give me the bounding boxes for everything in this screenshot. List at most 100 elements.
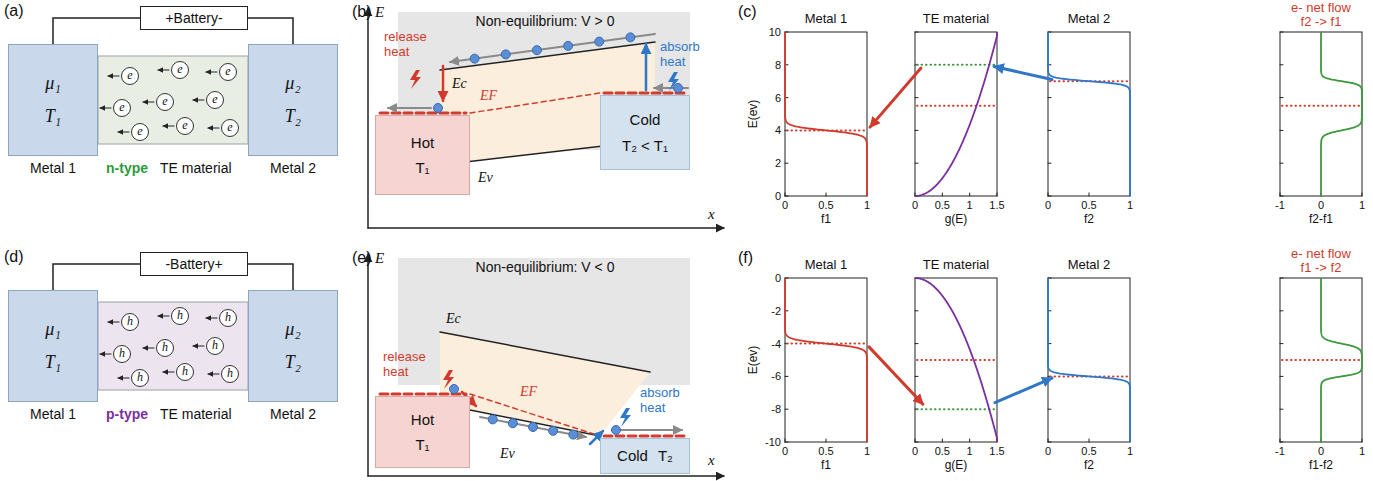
node-text: h — [127, 315, 133, 329]
carrier-circle: e — [131, 123, 149, 141]
flow-arrow — [143, 101, 154, 102]
annotation: x — [708, 206, 715, 223]
flow-arrow — [158, 315, 169, 316]
node-text: Hot — [411, 134, 434, 151]
tick-mark — [1280, 130, 1283, 131]
electron-dot — [450, 385, 459, 394]
flow-arrow — [108, 75, 119, 76]
tick-mark — [915, 376, 918, 377]
annotation: release heat — [383, 350, 439, 380]
plot-frame — [1280, 278, 1362, 442]
node-text: e — [137, 125, 142, 139]
tick-mark — [1280, 97, 1283, 98]
distribution-curve — [915, 32, 997, 196]
node-text: +Battery- — [165, 10, 222, 26]
annotation: 0 — [912, 445, 918, 458]
annotation: 0 — [1045, 199, 1051, 212]
annotation: g(E) — [945, 213, 968, 227]
heat-bolt-icon — [668, 72, 679, 91]
node-text: h — [227, 367, 233, 381]
level-dots — [1282, 105, 1360, 107]
annotation: -1 — [1275, 199, 1285, 212]
electron-dot — [529, 423, 538, 432]
node-text: h — [182, 365, 188, 379]
node-text: T₂ — [285, 106, 301, 127]
battery-box: +Battery- — [140, 6, 248, 30]
node-text: Cold — [630, 111, 661, 128]
tick-mark — [785, 442, 788, 443]
annotation: (e) — [352, 249, 372, 267]
tick-mark — [1280, 196, 1283, 197]
energy-axis — [367, 8, 369, 228]
tick-mark — [1048, 409, 1051, 410]
annotation: 0 — [782, 199, 788, 212]
tick-mark — [1048, 130, 1051, 131]
distribution-curve — [1321, 32, 1362, 196]
node-text: T₂ < T₁ — [622, 137, 668, 154]
node-text: T₁ — [45, 352, 61, 373]
electron-dot — [470, 54, 479, 63]
flow-arrow — [163, 371, 174, 372]
annotation: 4 — [775, 124, 781, 137]
annotation: 0.5 — [935, 445, 950, 458]
annotation: 1 — [1127, 445, 1133, 458]
annotation: (f) — [738, 249, 753, 267]
annotation: EF — [520, 384, 537, 400]
carrier-circle: h — [121, 313, 139, 331]
tick-mark — [1280, 64, 1283, 65]
node-text: e — [212, 93, 217, 107]
flow-arrow — [206, 317, 217, 318]
node-text: μ₂ — [285, 73, 300, 94]
electron-dot — [612, 426, 621, 435]
release-arrow — [442, 66, 445, 101]
node-text: h — [162, 341, 168, 355]
te-material-bar — [98, 302, 248, 390]
annotation: 0 — [1045, 445, 1051, 458]
annotation: 0 — [912, 199, 918, 212]
level-dots — [1282, 359, 1360, 361]
annotation: E — [375, 250, 384, 267]
tick-mark — [826, 439, 827, 442]
annotation: 10 — [769, 26, 781, 39]
annotation: 1.5 — [989, 199, 1004, 212]
annotation: 1 — [967, 199, 973, 212]
tick-mark — [915, 163, 918, 164]
tick-mark — [1048, 442, 1051, 443]
annotation: Metal 1 — [30, 160, 76, 176]
tick-mark — [785, 163, 788, 164]
heat-bolt-icon — [443, 370, 454, 389]
flow-arrow — [118, 377, 129, 378]
electron-dot — [549, 426, 558, 435]
annotation: 6 — [775, 91, 781, 104]
annotation: 2 — [775, 157, 781, 170]
level-dots — [917, 359, 995, 361]
annotation: E — [375, 4, 384, 21]
tick-mark — [1089, 439, 1090, 442]
tick-mark — [942, 193, 943, 196]
heat-bolt-icon — [620, 408, 631, 427]
cold-reservoir: ColdT₂ — [600, 438, 690, 474]
flow-arrow — [108, 321, 119, 322]
node-text: e — [227, 121, 232, 135]
annotation: 0 — [775, 190, 781, 203]
metal-contact: μ₁T₁ — [8, 290, 98, 402]
annotation: Metal 2 — [1068, 258, 1111, 273]
annotation: 0.5 — [818, 199, 833, 212]
annotation: f2 — [1084, 213, 1094, 227]
electron-path — [612, 429, 682, 431]
annotation: g(E) — [945, 459, 968, 473]
carrier-circle: h — [171, 307, 189, 325]
hot-reservoir: HotT₁ — [375, 115, 470, 195]
annotation: f1-f2 — [1309, 459, 1333, 473]
level-dots — [917, 408, 995, 410]
flow-arrow — [100, 107, 111, 108]
annotation: e- net flow — [1291, 1, 1351, 16]
tick-mark — [1362, 439, 1363, 442]
annotation: Ec — [446, 311, 461, 327]
tick-mark — [969, 439, 970, 442]
tick-mark — [997, 193, 998, 196]
annotation: 1 — [1127, 199, 1133, 212]
wire — [53, 264, 140, 290]
tick-mark — [1089, 193, 1090, 196]
plot-frame — [1280, 32, 1362, 196]
